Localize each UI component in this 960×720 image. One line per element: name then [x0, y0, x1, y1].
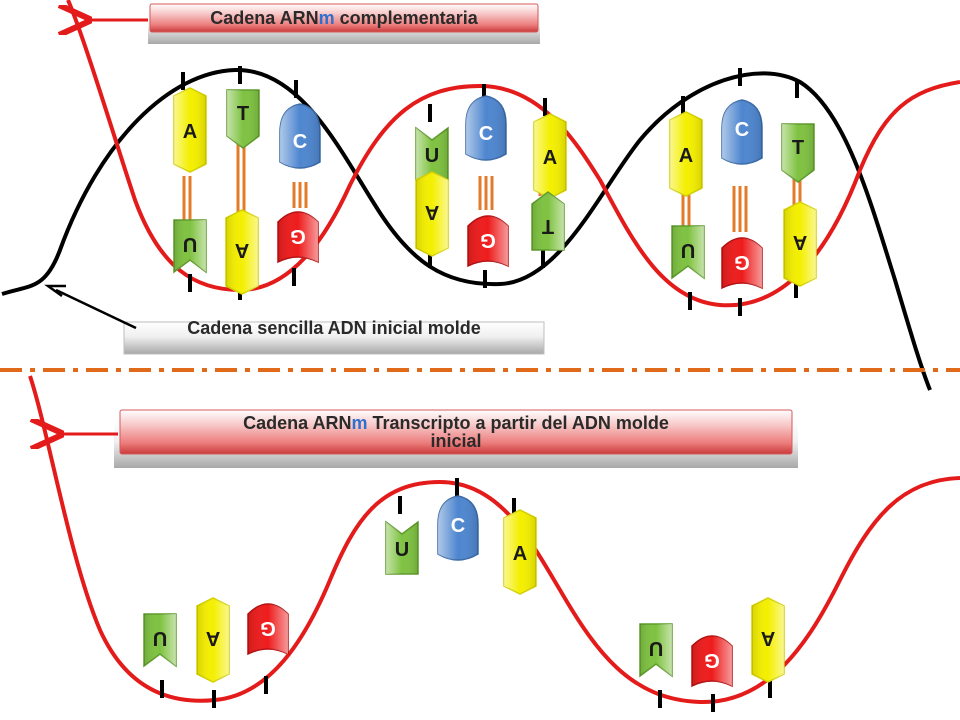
- nucleotide-label: A: [543, 147, 557, 169]
- nucleotide-u: U: [671, 225, 705, 280]
- rna-complementary-strand: [66, 0, 960, 308]
- nucleotide-label: A: [513, 543, 527, 565]
- label-text: Cadena ARNm Transcripto a partir del ADN…: [243, 413, 669, 433]
- nucleotide-a: A: [196, 597, 230, 683]
- nucleotide-label: U: [681, 239, 695, 261]
- nucleotide-label: U: [153, 627, 167, 649]
- nucleotide-label: G: [260, 617, 276, 639]
- nucleotide-label: C: [293, 131, 307, 153]
- nucleotide-label: A: [761, 627, 775, 649]
- nucleotide-a: A: [783, 201, 817, 287]
- nucleotide-g: G: [721, 237, 763, 290]
- nucleotide-label: U: [649, 637, 663, 659]
- nucleotide-a: A: [173, 87, 207, 173]
- nucleotide-c: C: [437, 495, 479, 561]
- nucleotide-a: A: [415, 171, 449, 257]
- nucleotide-label: G: [734, 251, 750, 273]
- nucleotide-g: G: [277, 211, 319, 264]
- nucleotide-label: T: [792, 137, 804, 159]
- nucleotide-label: G: [704, 649, 720, 671]
- nucleotide-u: U: [415, 126, 449, 181]
- nucleotide-label: A: [183, 121, 197, 143]
- label-text: Cadena sencilla ADN inicial molde: [187, 318, 480, 338]
- label-text-line2: inicial: [430, 431, 481, 451]
- nucleotide-a: A: [751, 597, 785, 683]
- nucleotide-label: G: [290, 225, 306, 247]
- label-rna-transcript: Cadena ARNm Transcripto a partir del ADN…: [114, 409, 798, 468]
- nucleotide-a: A: [225, 209, 259, 295]
- nucleotide-c: C: [279, 103, 321, 169]
- label-text: Cadena ARNm complementaria: [210, 8, 478, 28]
- nucleotide-label: A: [679, 145, 693, 167]
- nucleotide-a: A: [533, 113, 567, 199]
- nucleotide-label: U: [425, 145, 439, 167]
- nucleotide-c: C: [721, 99, 763, 165]
- nucleotide-t: T: [781, 123, 815, 183]
- nucleotide-label: T: [542, 215, 554, 237]
- rna-transcript-strand: [28, 375, 960, 705]
- nucleotide-u: U: [639, 623, 673, 678]
- nucleotide-label: T: [237, 103, 249, 125]
- arrow-to-dna: [55, 288, 137, 330]
- nucleotide-t: T: [226, 89, 260, 149]
- nucleotide-label: U: [183, 233, 197, 255]
- nucleotide-u: U: [385, 520, 419, 575]
- nucleotide-c: C: [465, 95, 507, 161]
- label-dna-template: Cadena sencilla ADN inicial molde: [123, 318, 545, 355]
- nucleotide-label: A: [425, 201, 439, 223]
- nucleotide-u: U: [173, 219, 207, 274]
- nucleotide-label: A: [235, 239, 249, 261]
- nucleotide-label: G: [480, 229, 496, 251]
- nucleotide-label: A: [793, 231, 807, 253]
- nucleotide-label: U: [395, 539, 409, 561]
- nucleotide-g: G: [247, 603, 289, 656]
- nucleotide-label: C: [479, 123, 493, 145]
- arrowhead-icon: [44, 284, 66, 298]
- nucleotide-g: G: [691, 635, 733, 688]
- nucleotide-label: C: [451, 515, 465, 537]
- nucleotide-t: T: [531, 191, 565, 251]
- nucleotide-g: G: [467, 215, 509, 268]
- nucleotide-label: C: [735, 119, 749, 141]
- nucleotide-u: U: [143, 613, 177, 668]
- nucleotide-a: A: [503, 509, 537, 595]
- nucleotide-label: A: [206, 627, 220, 649]
- nucleotide-a: A: [669, 111, 703, 197]
- label-rna-complementary: Cadena ARNm complementaria: [148, 3, 540, 44]
